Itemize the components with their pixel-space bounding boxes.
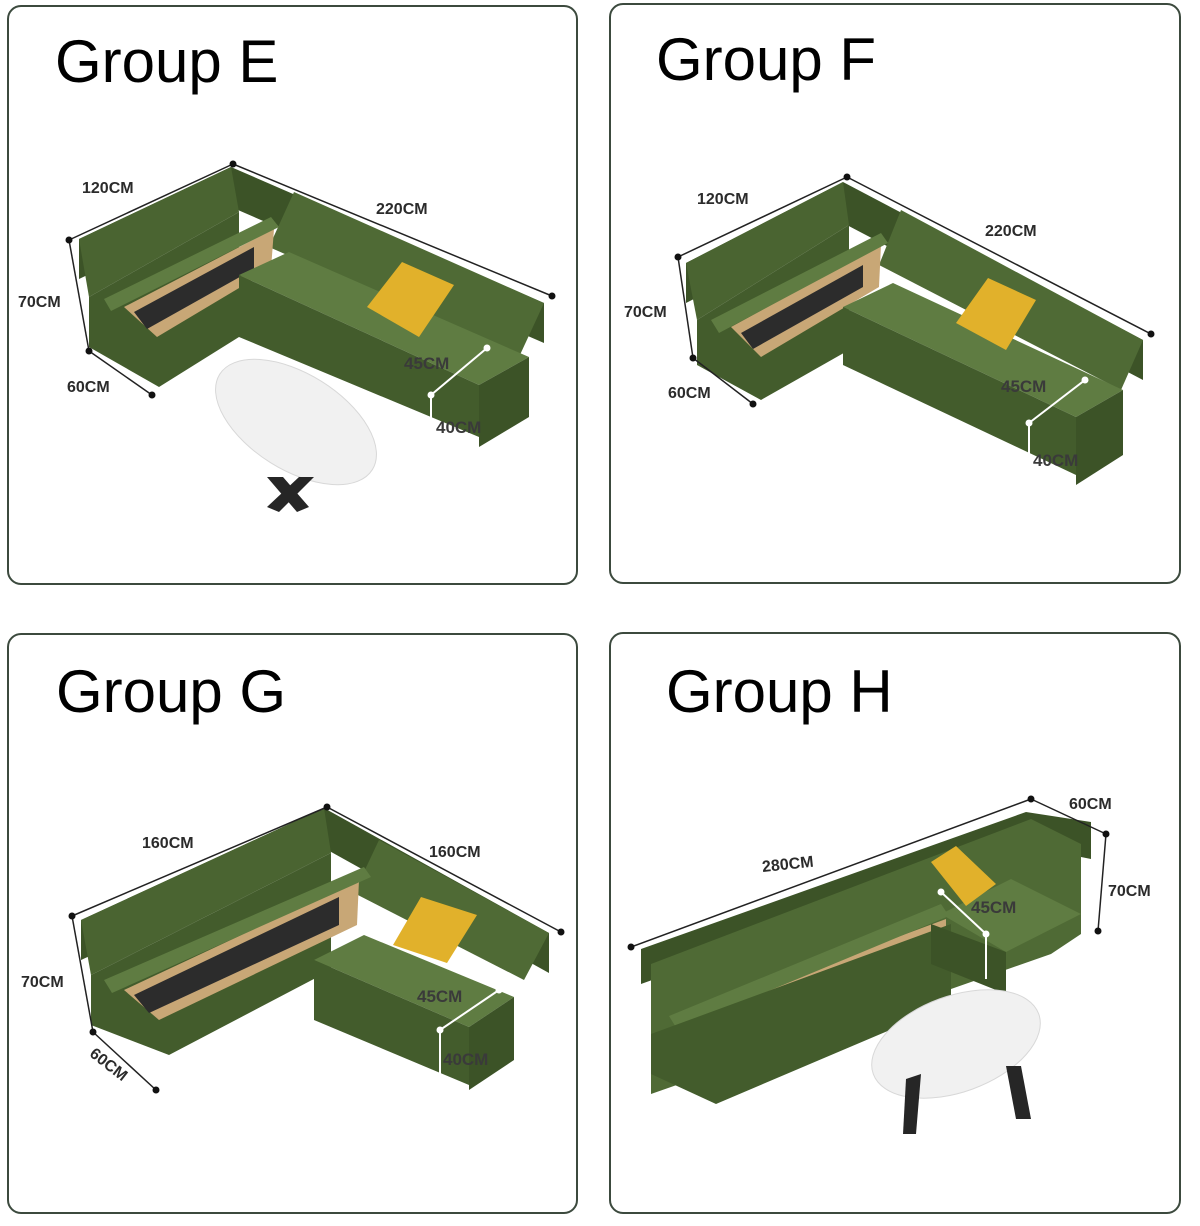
group-g-dim-depth: 60CM <box>86 1045 130 1085</box>
group-e-title: Group E <box>55 28 279 95</box>
l-shaped-sofa-g <box>81 808 549 1090</box>
group-h-title: Group H <box>666 658 893 725</box>
group-f-dim-seat-height: 40CM <box>1033 451 1078 470</box>
l-shaped-sofa-f <box>686 182 1143 485</box>
group-h-dimension-lines <box>630 798 1107 948</box>
group-e-dim-depth: 60CM <box>67 379 110 396</box>
group-h-dim-height: 70CM <box>1108 883 1151 900</box>
group-g-dim-seat-depth: 45CM <box>417 987 462 1006</box>
group-f-dimension-lines <box>677 176 1152 405</box>
group-e-dim-height: 70CM <box>18 294 61 311</box>
group-f-dim-height: 70CM <box>624 304 667 321</box>
group-g-panel: Group G <box>7 633 578 1214</box>
group-e-sofa-illustration: 120CM 220CM 70CM 60CM 45CM 40CM <box>18 160 556 512</box>
group-f-panel: Group F <box>609 3 1181 584</box>
group-h-dim-depth: 60CM <box>1069 796 1112 813</box>
group-f-dim-back-left: 120CM <box>697 191 749 208</box>
group-h-sofa-illustration: 280CM 60CM 70CM 45CM <box>627 795 1151 1134</box>
group-g-dim-back-left: 160CM <box>142 835 194 852</box>
group-f-sofa-illustration: 120CM 220CM 70CM 60CM 45CM 40CM <box>624 173 1155 485</box>
group-f-dim-seat-depth: 45CM <box>1001 377 1046 396</box>
group-f-title: Group F <box>656 26 877 93</box>
group-e-dimension-lines <box>68 163 553 396</box>
group-e-dim-seat-height: 40CM <box>436 418 481 437</box>
group-e-dim-seat-depth: 45CM <box>404 354 449 373</box>
group-e-dim-back-right: 220CM <box>376 201 428 218</box>
group-e-dim-back-left: 120CM <box>82 180 134 197</box>
l-shaped-sofa-e <box>79 167 544 512</box>
group-h-dim-length: 280CM <box>761 854 814 876</box>
group-g-dim-back-right: 160CM <box>429 844 481 861</box>
group-g-dimension-lines <box>71 806 562 1091</box>
group-g-title: Group G <box>56 658 287 725</box>
straight-sofa-h <box>641 812 1091 1134</box>
group-g-sofa-illustration: 160CM 160CM 70CM 60CM 45CM 40CM <box>21 803 565 1094</box>
group-e-panel: Group E <box>7 5 578 585</box>
group-g-dim-height: 70CM <box>21 974 64 991</box>
group-h-panel: Group H <box>609 632 1181 1214</box>
group-g-dim-seat-height: 40CM <box>443 1050 488 1069</box>
group-f-dim-depth: 60CM <box>668 385 711 402</box>
group-h-dim-seat-depth: 45CM <box>971 898 1016 917</box>
group-f-dim-back-right: 220CM <box>985 223 1037 240</box>
